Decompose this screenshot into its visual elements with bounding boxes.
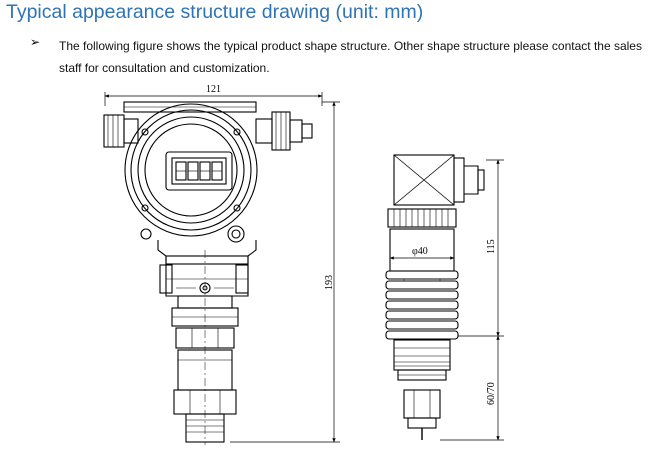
transmitter-side-view xyxy=(385,154,504,441)
dimension-height-115: 115 xyxy=(486,239,497,254)
dimension-height-193: 193 xyxy=(324,275,335,290)
bullet-text: The following figure shows the typical p… xyxy=(59,39,642,75)
transmitter-front-view xyxy=(103,92,340,445)
dimension-diameter-40: φ40 xyxy=(412,246,428,257)
structure-drawing: 121 193 xyxy=(103,84,504,445)
dimension-width-121: 121 xyxy=(206,84,221,95)
arrow-bullet-icon: ➢ xyxy=(30,35,41,49)
section-heading: Typical appearance structure drawing (un… xyxy=(6,1,424,23)
dimension-height-60-70: 60/70 xyxy=(486,382,497,405)
